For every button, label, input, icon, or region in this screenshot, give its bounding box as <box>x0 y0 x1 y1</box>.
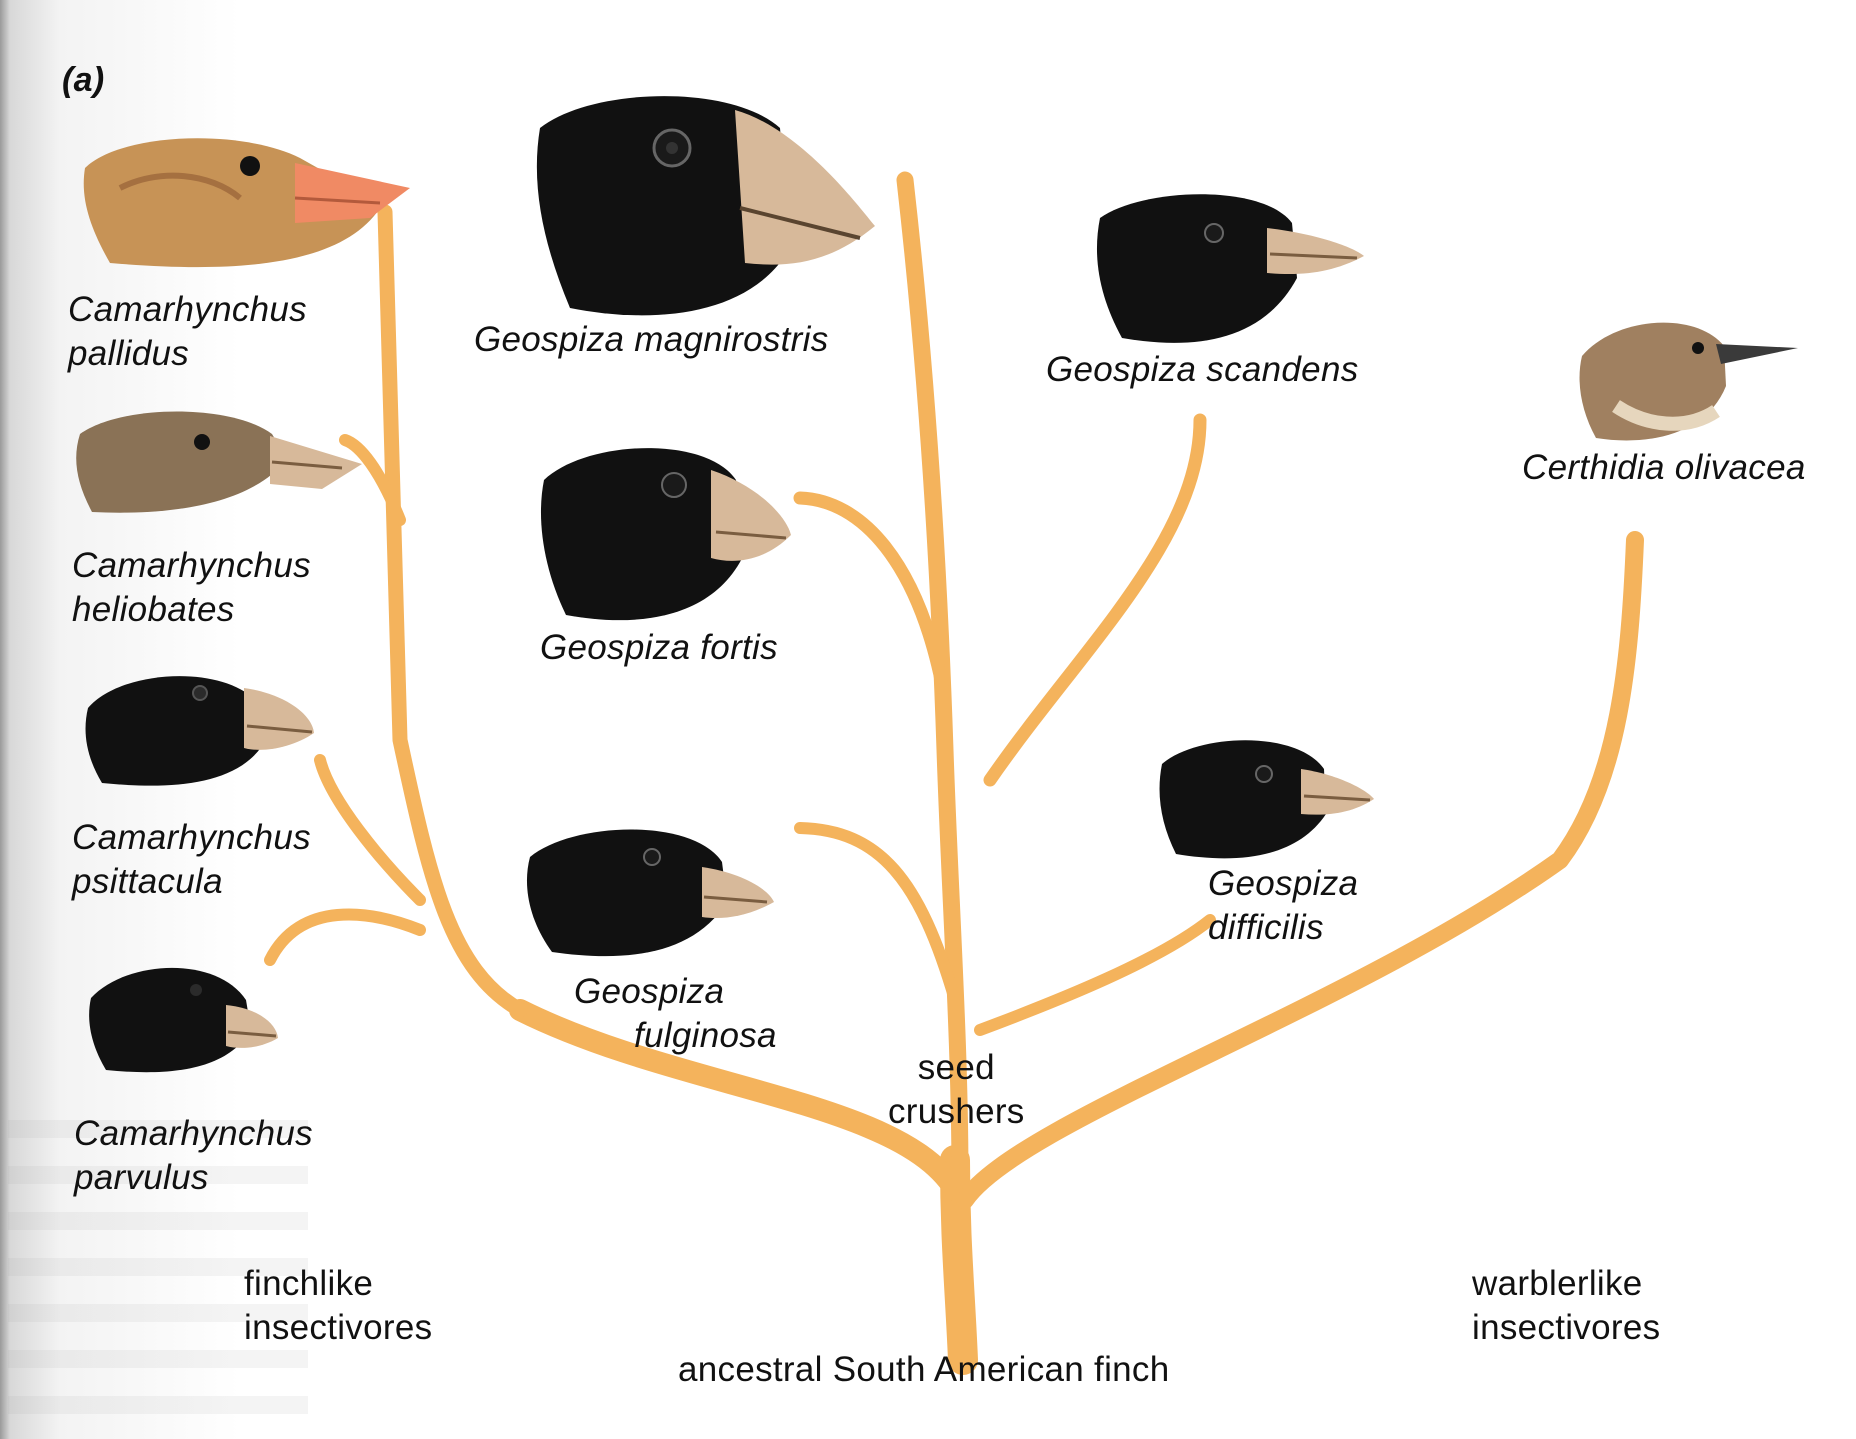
finch-head-psittacula-icon <box>82 668 322 790</box>
genus-text: Camarhynchus <box>72 816 311 860</box>
group-line-2: insectivores <box>244 1306 432 1350</box>
genus-text: Camarhynchus <box>74 1112 313 1156</box>
species-label-geospiza-difficilis: Geospiza difficilis <box>1208 862 1358 950</box>
species-label-geospiza-fulginosa: Geospiza fulginosa <box>574 970 777 1058</box>
species-label-camarhynchus-heliobates: Camarhynchus heliobates <box>72 544 311 632</box>
branch-scandens <box>990 420 1200 780</box>
genus-text: Geospiza <box>574 970 777 1014</box>
genus-text: Camarhynchus <box>72 544 311 588</box>
species-label-geospiza-magnirostris: Geospiza magnirostris <box>474 318 829 362</box>
epithet-text: parvulus <box>74 1156 313 1200</box>
group-label-seed-crushers: seed crushers <box>888 1046 1025 1134</box>
finch-head-olivacea-icon <box>1576 316 1800 446</box>
seed-crusher-branch <box>905 180 960 1180</box>
epithet-text: difficilis <box>1208 906 1358 950</box>
finch-head-difficilis-icon <box>1156 734 1378 864</box>
group-label-warblerlike-insectivores: warblerlike insectivores <box>1472 1262 1660 1350</box>
epithet-text: heliobates <box>72 588 311 632</box>
epithet-text: pallidus <box>68 332 307 376</box>
species-label-camarhynchus-psittacula: Camarhynchus psittacula <box>72 816 311 904</box>
branch-fulginosa <box>800 828 955 1000</box>
group-line-2: insectivores <box>1472 1306 1660 1350</box>
group-line-1: seed <box>888 1046 1025 1090</box>
epithet-text: psittacula <box>72 860 311 904</box>
species-label-camarhynchus-pallidus: Camarhynchus pallidus <box>68 288 307 376</box>
group-line-1: finchlike <box>244 1262 432 1306</box>
ancestor-label: ancestral South American finch <box>678 1348 1169 1392</box>
group-label-finchlike-insectivores: finchlike insectivores <box>244 1262 432 1350</box>
genus-text: Camarhynchus <box>68 288 307 332</box>
species-label-geospiza-fortis: Geospiza fortis <box>540 626 778 670</box>
group-line-2: crushers <box>888 1090 1025 1134</box>
finch-head-heliobates-icon <box>72 404 362 516</box>
finch-head-parvulus-icon <box>86 960 286 1076</box>
epithet-text: fulginosa <box>574 1014 777 1058</box>
genus-text: Geospiza <box>1208 862 1358 906</box>
finch-head-fulginosa-icon <box>522 822 778 962</box>
species-label-certhidia-olivacea: Certhidia olivacea <box>1522 446 1806 490</box>
finch-head-magnirostris-icon <box>530 88 880 324</box>
branch-parvulus <box>270 915 420 960</box>
branch-difficilis <box>980 920 1210 1030</box>
branch-fortis <box>800 498 945 700</box>
species-label-camarhynchus-parvulus: Camarhynchus parvulus <box>74 1112 313 1200</box>
species-label-geospiza-scandens: Geospiza scandens <box>1046 348 1359 392</box>
finch-head-fortis-icon <box>536 440 796 628</box>
group-line-1: warblerlike <box>1472 1262 1660 1306</box>
finch-head-pallidus-icon <box>80 128 420 273</box>
panel-label: (a) <box>62 58 104 102</box>
finch-head-scandens-icon <box>1092 188 1368 350</box>
